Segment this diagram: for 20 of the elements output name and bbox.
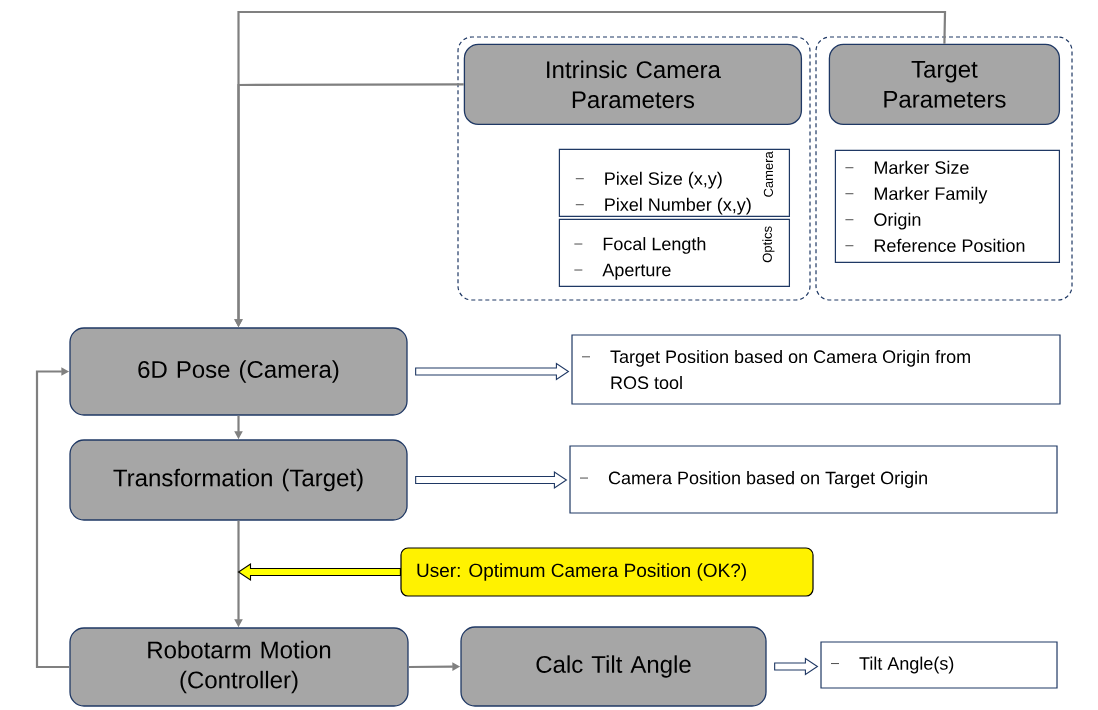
user-prompt-box: User: Optimum Camera Position (OK?) xyxy=(400,547,814,597)
output-box: Camera Position based on Target Origin xyxy=(569,445,1058,514)
dashed-group-frame xyxy=(815,36,1073,301)
output-box: Tilt Angle(s) xyxy=(820,641,1058,689)
process-box: Target Parameters xyxy=(828,43,1061,126)
arrow xyxy=(35,367,70,669)
block-arrow xyxy=(774,657,819,676)
list-box: Pixel Size (x,y) Pixel Number (x,y) Camera xyxy=(558,148,790,217)
output-box: Target Position based on Camera Origin from ROS tool xyxy=(571,334,1061,405)
dashed-group-frame xyxy=(457,36,811,301)
list-box: Focal Length Aperture Optics xyxy=(558,218,790,287)
process-box: Robotarm Motion (Controller) xyxy=(69,627,409,707)
block-arrow xyxy=(415,471,568,490)
block-arrow xyxy=(237,563,401,582)
process-box: Calc Tilt Angle xyxy=(460,626,767,707)
list-box: Marker Size Marker Family Origin Reference Position xyxy=(834,149,1060,263)
process-box: 6D Pose (Camera) xyxy=(69,327,408,416)
block-arrow xyxy=(415,362,570,381)
process-box: Transformation (Target) xyxy=(69,439,408,521)
process-box: Intrinsic Camera Parameters xyxy=(463,43,803,126)
